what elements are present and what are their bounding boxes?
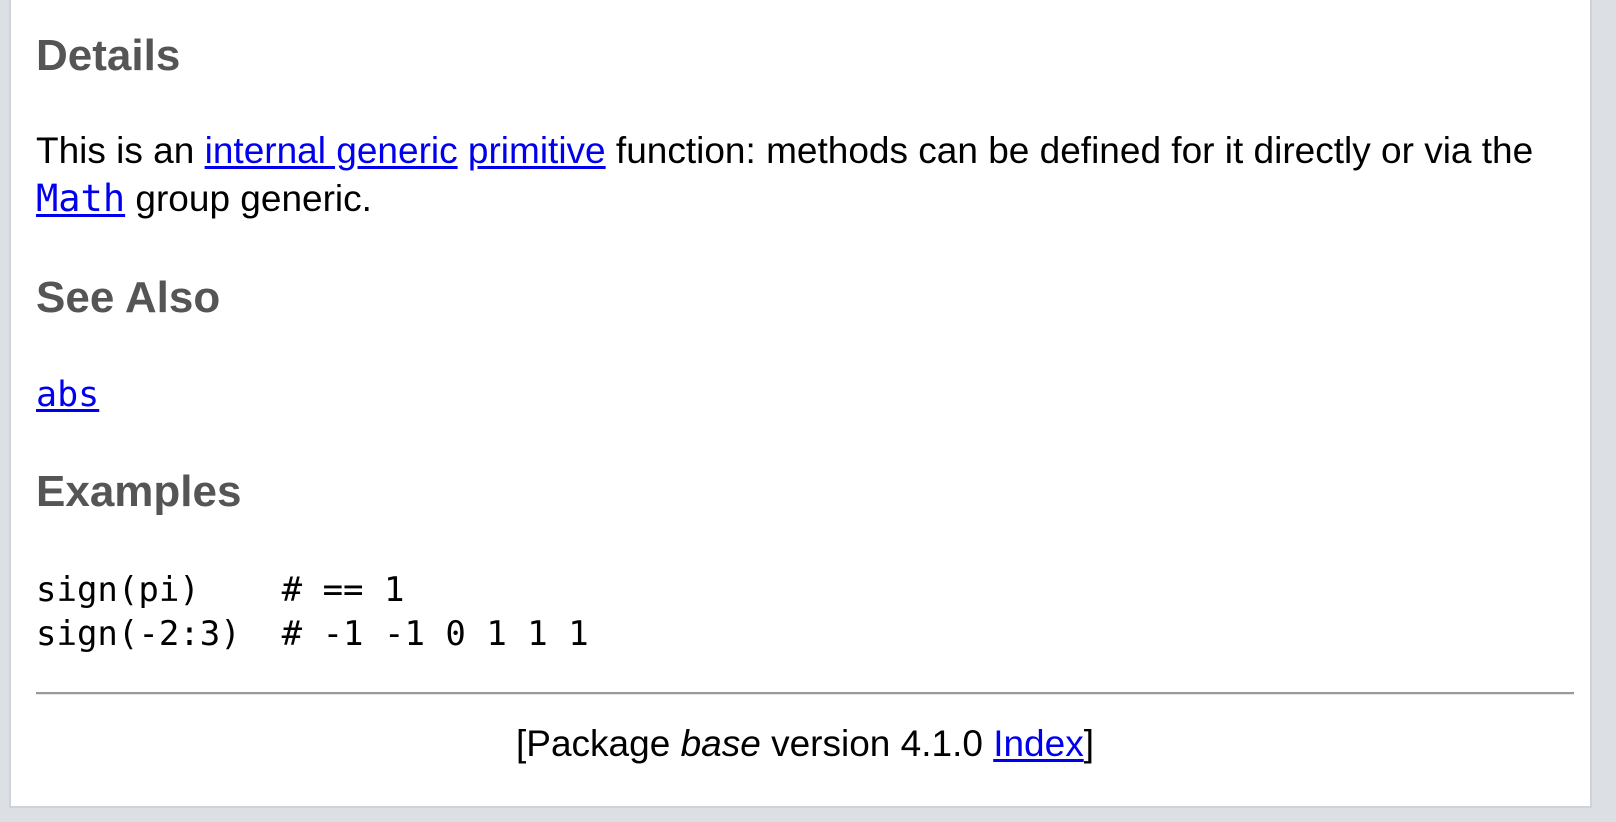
code-line: sign(-2:3) # -1 -1 0 1 1 1 bbox=[36, 614, 589, 654]
document-page: Details This is an internal generic prim… bbox=[9, 0, 1592, 808]
details-heading: Details bbox=[36, 31, 181, 80]
math-link[interactable]: Math bbox=[36, 177, 126, 220]
footer-prefix: [Package bbox=[516, 723, 681, 764]
see-also-paragraph: abs bbox=[36, 370, 1576, 419]
details-text-2: function: methods can be defined for it … bbox=[605, 130, 1534, 171]
code-line: sign(pi) # == 1 bbox=[36, 570, 405, 610]
details-paragraph: This is an internal generic primitive fu… bbox=[36, 127, 1576, 223]
examples-code-block: sign(pi) # == 1 sign(-2:3) # -1 -1 0 1 1… bbox=[36, 568, 589, 656]
abs-link[interactable]: abs bbox=[36, 375, 100, 415]
index-link[interactable]: Index bbox=[993, 723, 1084, 764]
internal-generic-link[interactable]: internal generic bbox=[204, 130, 458, 171]
details-text-1: This is an bbox=[36, 130, 205, 171]
see-also-heading: See Also bbox=[36, 273, 221, 322]
details-text-3: group generic. bbox=[125, 178, 372, 219]
package-name: base bbox=[680, 723, 761, 764]
footer-version: version 4.1.0 bbox=[760, 723, 994, 764]
primitive-link[interactable]: primitive bbox=[467, 130, 606, 171]
examples-heading: Examples bbox=[36, 467, 242, 516]
package-footer: [Package base version 4.1.0 Index] bbox=[36, 720, 1574, 768]
footer-suffix: ] bbox=[1083, 723, 1094, 764]
footer-divider bbox=[36, 692, 1574, 695]
